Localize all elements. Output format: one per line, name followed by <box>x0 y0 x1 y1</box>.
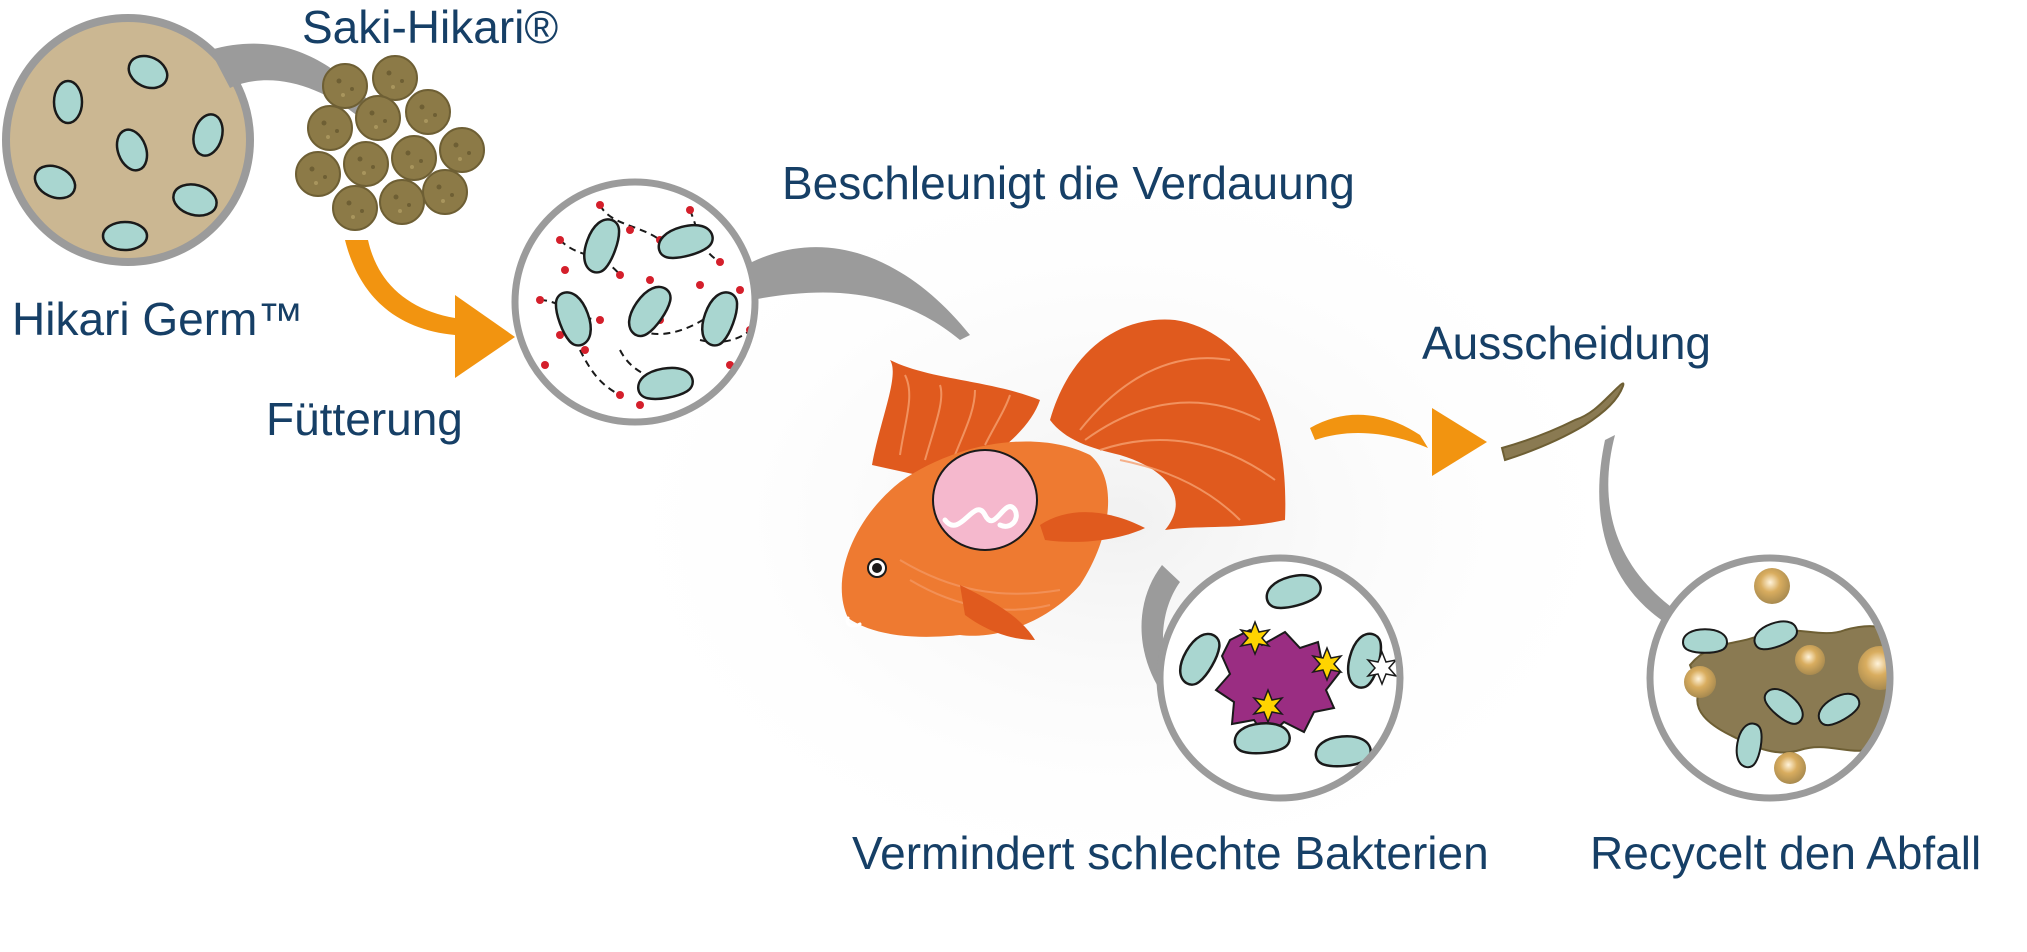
label-recycle: Recycelt den Abfall <box>1590 827 1982 879</box>
bad-bacteria-pointer <box>1141 565 1180 690</box>
digestion-nutrients-group <box>536 201 754 409</box>
recycle-circle <box>1646 554 1894 802</box>
label-digestion: Beschleunigt die Verdauung <box>782 157 1355 209</box>
digestion-pointer <box>752 247 970 340</box>
hikari-germ-circle <box>2 14 254 266</box>
digestion-circle <box>511 178 759 426</box>
germ-pointer <box>210 43 368 119</box>
fish-stomach <box>932 449 1038 551</box>
fish-pelvic-fin <box>960 585 1035 640</box>
label-hikari-germ: Hikari Germ™ <box>12 293 304 345</box>
feeding-arrow <box>345 240 515 378</box>
germ-bacteria-group <box>33 54 224 252</box>
saki-hikari-pellets <box>295 55 485 231</box>
bad-bacterium <box>1214 628 1342 740</box>
label-saki-hikari: Saki-Hikari® <box>302 1 559 53</box>
goldfish-illustration <box>841 319 1286 640</box>
label-excretion: Ausscheidung <box>1422 317 1711 369</box>
excretion-arrow <box>1310 408 1487 476</box>
feces-icon <box>1500 382 1625 462</box>
bad-bacteria-circle <box>1156 554 1404 802</box>
fish-tail-fin <box>1050 319 1286 530</box>
fish-mouth <box>845 616 862 628</box>
label-feeding: Fütterung <box>266 393 463 445</box>
fish-intestine <box>942 504 1019 529</box>
fish-pectoral-fin <box>1040 512 1145 542</box>
label-bad-bacteria: Vermindert schlechte Bakterien <box>852 827 1489 879</box>
